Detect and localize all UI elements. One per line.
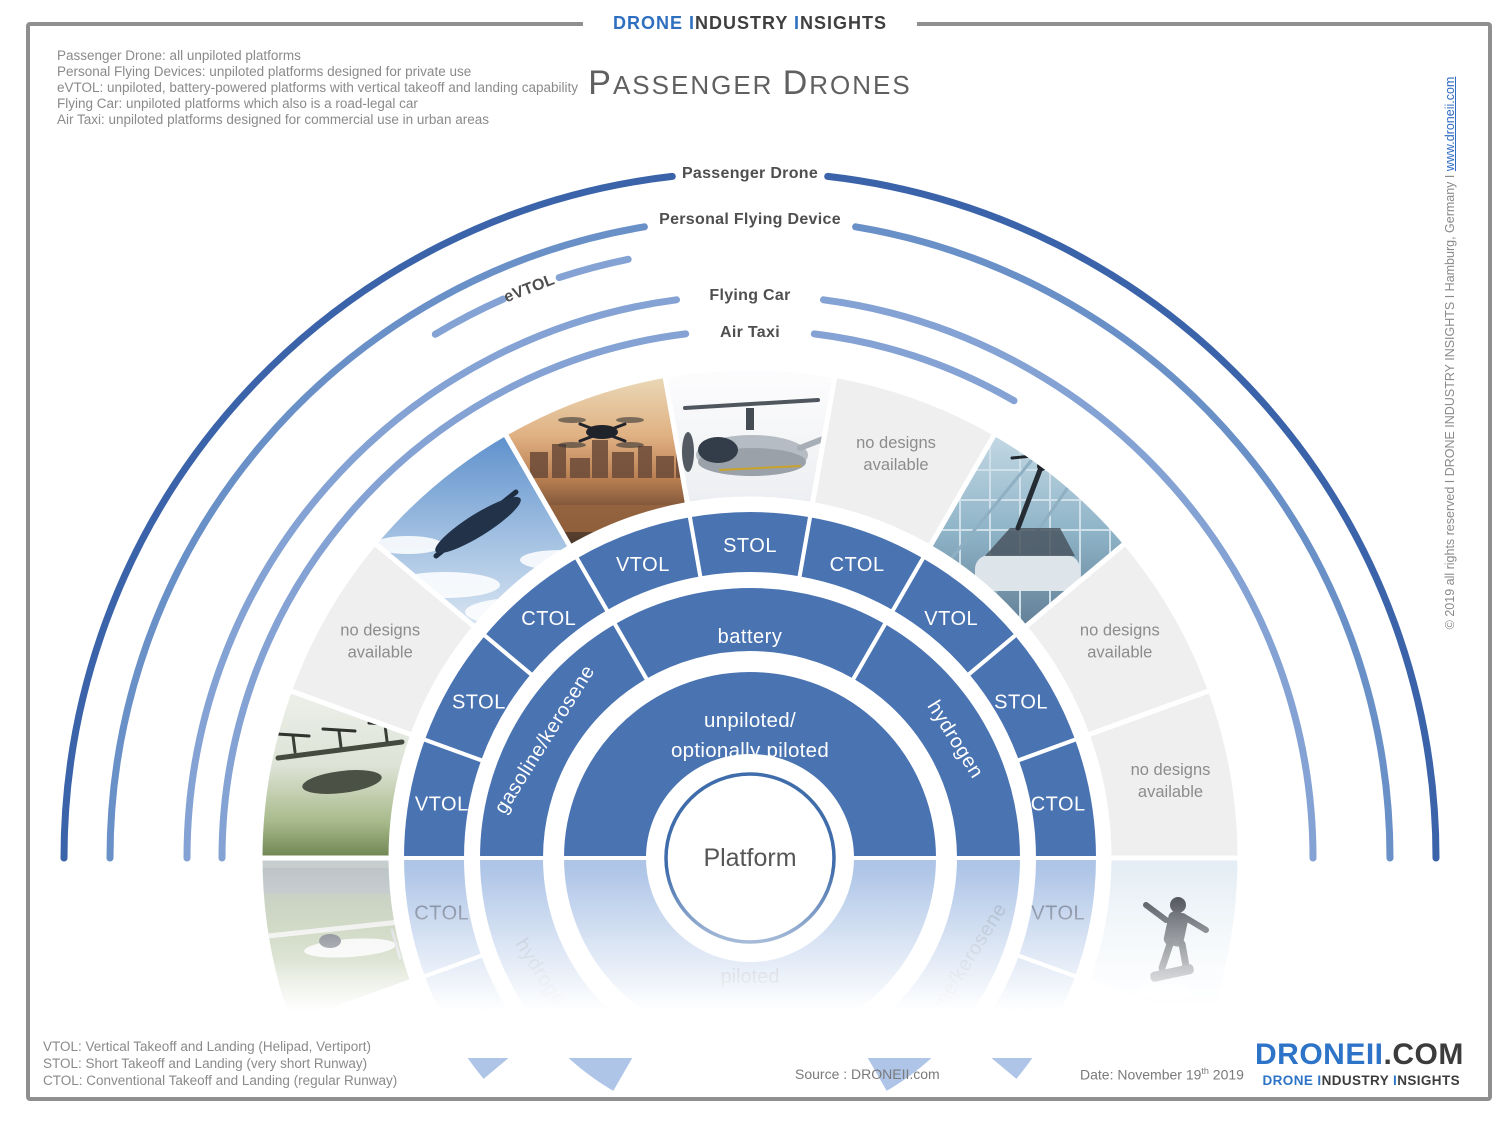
line xyxy=(291,734,297,754)
outer-photo-passenger-drone-helipad xyxy=(505,375,688,548)
outer-photo-compound-helicopter xyxy=(664,367,836,505)
category-arc-1 xyxy=(852,223,1394,862)
droneii-logo: DRONEII.COM DRONE INDUSTRY INSIGHTS xyxy=(1255,1038,1464,1088)
no-designs-text: no designs xyxy=(340,622,420,640)
aircraft-silhouette xyxy=(435,496,521,554)
page-title: PASSENGER DRONES xyxy=(588,64,912,102)
fuel-label-battery: battery xyxy=(718,626,783,648)
copyright-sideways: © 2019 all rights reserved I DRONE INDUS… xyxy=(1443,76,1457,630)
ellipse xyxy=(698,437,738,463)
line xyxy=(1015,467,1043,531)
takeoff-label: STOL xyxy=(723,535,777,557)
line xyxy=(275,732,311,738)
tilt-rotor-silhouette xyxy=(302,770,382,794)
no-designs-text: no designs xyxy=(856,434,936,452)
ellipse xyxy=(616,442,644,448)
definition-line: CTOL: Conventional Takeoff and Landing (… xyxy=(43,1073,398,1088)
bottom-definitions: VTOL: Vertical Takeoff and Landing (Heli… xyxy=(43,1038,397,1089)
rect xyxy=(656,456,674,478)
no-designs-text: available xyxy=(1087,644,1152,662)
rect xyxy=(530,452,548,478)
flying-car-silhouette xyxy=(975,555,1080,591)
date-note: Date: November 19th 2019 xyxy=(1080,1066,1244,1083)
line xyxy=(683,398,820,410)
top-definitions: Passenger Drone: all unpiloted platforms… xyxy=(57,48,578,128)
outer-photo-tilt-rotor-aircraft xyxy=(260,690,413,858)
takeoff-label: CTOL xyxy=(1031,794,1086,816)
platform-label: Platform xyxy=(703,844,796,872)
category-arc-label-2: eVTOL xyxy=(502,271,557,306)
rect xyxy=(746,408,754,430)
category-arc-3 xyxy=(820,296,1317,862)
brand-part: DRONE xyxy=(612,13,683,33)
no-designs-text: no designs xyxy=(1131,761,1211,779)
unpiloted-label: unpiloted/ xyxy=(704,709,796,732)
line xyxy=(275,739,405,761)
line xyxy=(719,465,801,471)
definition-line: VTOL: Vertical Takeoff and Landing (Heli… xyxy=(43,1039,371,1054)
takeoff-label: VTOL xyxy=(415,794,469,816)
logo-main: DRONEII.COM xyxy=(1255,1038,1464,1071)
ellipse xyxy=(374,536,443,554)
category-arc-3 xyxy=(183,296,680,862)
ellipse xyxy=(558,442,586,448)
droneii-link[interactable]: www.droneii.com xyxy=(1443,76,1457,172)
category-arc-4 xyxy=(810,330,1018,405)
category-arc-label-0: Passenger Drone xyxy=(682,165,818,182)
ellipse xyxy=(558,417,586,423)
definition-line: Flying Car: unpiloted platforms which al… xyxy=(57,96,418,111)
bottom-fade-overlay xyxy=(60,868,1460,1058)
ellipse xyxy=(682,432,694,472)
category-arc-label-4: Air Taxi xyxy=(720,324,780,341)
line xyxy=(578,422,627,443)
no-designs-text: no designs xyxy=(1080,622,1160,640)
no-designs-text: available xyxy=(1138,783,1203,801)
category-arc-label-1: Personal Flying Device xyxy=(659,211,841,228)
header-brand: DRONE INDUSTRY INSIGHTS xyxy=(582,8,918,38)
polygon xyxy=(985,528,1075,556)
unpiloted-label: optionally piloted xyxy=(671,739,829,762)
logo-sub: DRONE INDUSTRY INSIGHTS xyxy=(1262,1073,1460,1088)
definition-line: Passenger Drone: all unpiloted platforms xyxy=(57,48,301,63)
line xyxy=(337,729,343,749)
category-arc-1 xyxy=(106,223,648,862)
ellipse xyxy=(616,417,644,423)
category-arc-0 xyxy=(60,172,676,862)
line xyxy=(948,448,1042,562)
takeoff-label: VTOL xyxy=(924,608,978,630)
rect xyxy=(592,440,608,478)
category-arc-2 xyxy=(431,295,507,338)
rect xyxy=(552,444,566,478)
takeoff-label: STOL xyxy=(994,692,1048,714)
no-designs-text: available xyxy=(863,456,928,474)
definition-line: STOL: Short Takeoff and Landing (very sh… xyxy=(43,1056,368,1071)
category-arc-2 xyxy=(555,255,632,282)
takeoff-label: CTOL xyxy=(521,608,576,630)
rect xyxy=(570,458,590,478)
category-arc-0 xyxy=(824,172,1440,862)
unpiloted-ring xyxy=(559,668,941,860)
definition-line: Air Taxi: unpiloted platforms designed f… xyxy=(57,112,489,127)
definition-line: eVTOL: unpiloted, battery-powered platfo… xyxy=(57,80,579,95)
definition-line: Personal Flying Devices: unpiloted platf… xyxy=(57,64,472,79)
category-arc-label-3: Flying Car xyxy=(709,287,790,304)
rect xyxy=(638,446,652,478)
category-arc-4 xyxy=(218,330,690,862)
takeoff-label: CTOL xyxy=(830,554,885,576)
line xyxy=(321,727,357,733)
takeoff-label: VTOL xyxy=(616,554,670,576)
takeoff-label: STOL xyxy=(452,692,506,714)
source-note: Source : DRONEII.com xyxy=(795,1066,940,1082)
rect xyxy=(612,452,634,478)
no-designs-text: available xyxy=(348,644,413,662)
